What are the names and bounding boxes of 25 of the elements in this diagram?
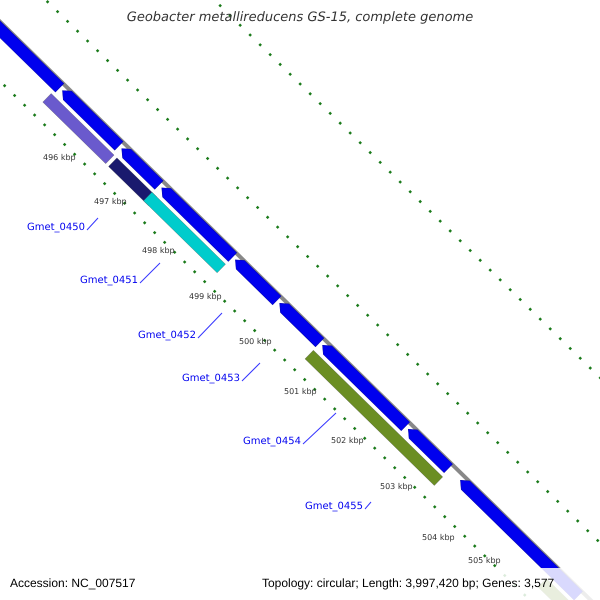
footer-text: Topology: circular; Length: 3,997,420 bp; Genes: 3,577 [262,576,554,590]
leader-line [198,312,222,338]
gene-label: Gmet_0455 [304,501,363,513]
tick-label: 499 kbp [189,292,222,301]
footer-text: Accession: NC_007517 [10,576,136,590]
leader-line [242,362,260,382]
leader-line [364,502,372,510]
tick-label: 505 kbp [468,556,501,565]
leader-line [140,262,160,284]
tick-label: 502 kbp [331,436,364,445]
tick-label: 500 kbp [239,337,272,346]
tick-label: 498 kbp [142,246,175,255]
gene-label: Gmet_0453 [182,373,240,385]
tick-label: 496 kbp [43,153,76,162]
tick-label: 497 kbp [94,197,127,206]
tick-label: 503 kbp [380,482,413,491]
title: Geobacter metallireducens GS-15, complete genome [126,10,474,25]
gene-label: Gmet_0450 [26,222,85,234]
gene-label: Gmet_0451 [80,275,138,287]
tick-label: 501 kbp [284,387,317,396]
tick-label: 504 kbp [422,533,455,542]
leader-line [86,218,98,230]
gene-label: Gmet_0454 [242,436,301,448]
gene-label: Gmet_0452 [138,330,196,342]
leader-line [302,412,336,444]
